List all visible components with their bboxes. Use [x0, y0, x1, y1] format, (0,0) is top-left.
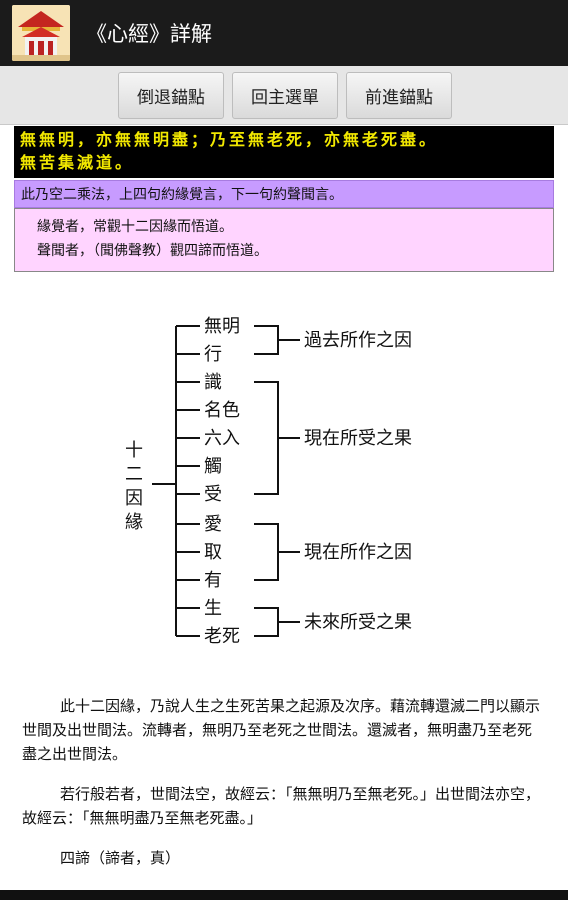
group-label: 未來所受之果 — [304, 612, 412, 633]
twelve-links-diagram: 十 二 因 緣 無明 行 識 名色 六入 觸 受 愛 取 有 生 老死 過去所作… — [125, 316, 412, 647]
explanation-paragraph: 四諦（諦者，真） — [60, 849, 181, 867]
link-label: 識 — [204, 372, 222, 393]
root-char: 因 — [125, 488, 143, 509]
link-label: 六入 — [204, 428, 240, 449]
group-label: 現在所受之果 — [304, 428, 412, 449]
commentary-body: 緣覺者，常觀十二因緣而悟道。 聲聞者，（聞佛聲教）觀四諦而悟道。 — [14, 208, 554, 272]
root-char: 緣 — [125, 512, 143, 533]
title-bar: 《心經》詳解 — [0, 0, 568, 66]
commentary-heading: 此乃空二乘法，上四句約緣覺言，下一句約聲聞言。 — [14, 180, 554, 208]
link-label: 名色 — [204, 400, 240, 421]
root-char: 二 — [125, 464, 143, 485]
toolbar: 倒退錨點 回主選單 前進錨點 — [0, 66, 568, 125]
explanation-paragraph: 若行般若者，世間法空，故經云：「無無明乃至無老死。」出世間法亦空，故經云：「無無… — [22, 785, 541, 827]
link-label: 生 — [204, 598, 222, 619]
main-menu-button[interactable]: 回主選單 — [232, 72, 338, 119]
link-label: 觸 — [204, 456, 222, 477]
link-label: 有 — [204, 570, 222, 591]
link-label: 無明 — [204, 316, 240, 337]
explanation-paragraph: 此十二因緣，乃說人生之生死苦果之起源及次序。藉流轉還滅二門以顯示世間及出世間法。… — [22, 697, 541, 763]
link-label: 愛 — [204, 514, 222, 535]
group-label: 過去所作之因 — [304, 330, 412, 351]
verse-line-2: 無苦集滅道。 — [20, 153, 135, 172]
commentary-line-2: 聲聞者，（聞佛聲教）觀四諦而悟道。 — [37, 243, 268, 259]
link-label: 老死 — [204, 626, 240, 647]
temple-icon — [12, 5, 70, 61]
sutra-verse: 無無明，亦無無明盡；乃至無老死，亦無老死盡。 無苦集滅道。 — [14, 126, 554, 178]
back-anchor-button[interactable]: 倒退錨點 — [118, 72, 224, 119]
root-char: 十 — [125, 440, 143, 461]
verse-line-1: 無無明，亦無無明盡；乃至無老死，亦無老死盡。 — [20, 130, 439, 149]
link-label: 取 — [204, 542, 222, 563]
commentary-line-1: 緣覺者，常觀十二因緣而悟道。 — [37, 219, 233, 235]
group-label: 現在所作之因 — [304, 542, 412, 563]
link-label: 行 — [204, 344, 222, 365]
bottom-bar — [0, 890, 568, 900]
link-label: 受 — [204, 484, 222, 505]
forward-anchor-button[interactable]: 前進錨點 — [346, 72, 452, 119]
app-title: 《心經》詳解 — [86, 22, 212, 46]
